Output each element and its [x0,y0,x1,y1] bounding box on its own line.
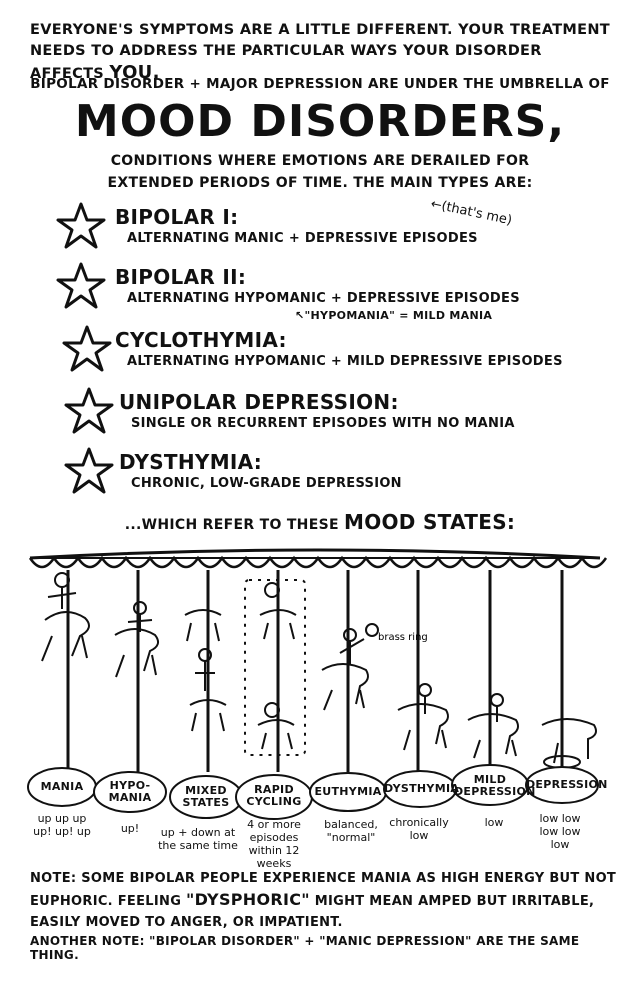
horse-hypomania [114,601,160,678]
horse-mild-depression [467,693,519,759]
state-rapid-cycling-desc: 4 or more episodes within 12 weeks [247,818,301,870]
state-dysthymia-desc: chronically low [389,816,449,842]
intro-line-1: Everyone's symptoms are a little differe… [30,22,610,38]
state-euthymia-label: Euthymia [314,785,382,798]
footnote-part-2: might mean amped but irritable, easily m… [30,894,595,930]
star-icon [56,262,106,309]
horse-rapid-cycling [244,579,306,756]
carousel-scallops [28,555,608,569]
type-name: Cyclothymia: [115,328,287,352]
star-icon [56,202,106,249]
state-mixed-states-desc: up + down at the same time [158,826,238,852]
star-icon [64,447,114,494]
type-desc: Single or recurrent episodes with no man… [131,416,515,431]
state-depression-label: Depression [526,778,608,791]
type-name: Dysthymia: [119,450,263,474]
mood-states-intro: ...which refer to these Mood States: [0,510,640,534]
intro-line-2-text: needs to address the particular ways you… [30,43,542,82]
footnote-part-1: Note: Some bipolar people experience man… [30,871,617,909]
intro-line-2: needs to address the particular ways you… [30,41,620,85]
state-hypomania-label: Hypo-mania [108,779,152,804]
footnote-dysphoric: "Dysphoric" [186,890,310,909]
star-icon [64,387,114,434]
carousel-poles [66,570,564,772]
state-mania-desc: up up up up! up! up [33,812,91,838]
thats-me-note: ←(that's me) [429,196,514,229]
type-desc: Alternating hypomanic + depressive episo… [127,291,520,306]
state-depression-desc: low low low low low [539,812,581,851]
type-name: Bipolar I: [115,205,239,229]
horse-euthymia [321,623,379,711]
brass-ring-label: brass ring [378,632,428,643]
carousel-canopy-top [29,548,601,560]
type-desc: Alternating manic + depressive episodes [127,231,478,246]
state-dysthymia-label: Dysthymia [384,782,460,795]
state-mild-depression-label: Mild Depression [454,773,536,798]
star-icon [62,325,112,372]
state-label-ellipses [27,764,599,820]
state-mania-label: Mania [40,780,84,793]
horse-mania [41,572,90,662]
type-name: Bipolar II: [115,265,247,289]
intro-you: You. [109,62,160,83]
type-desc: Alternating hypomanic + mild depressive … [127,354,563,369]
horse-mixed-states [184,609,227,732]
horse-depression [541,718,597,769]
conditions-text: Conditions where emotions are derailed f… [107,153,533,191]
type-name: Unipolar Depression: [119,390,399,414]
mood-states-emphasis: Mood States: [344,510,516,534]
intro-text: Everyone's symptoms are a little differe… [30,20,620,85]
state-euthymia-desc: balanced, "normal" [324,818,378,844]
carousel-illustration: brass ring [27,548,608,820]
page-title: Mood Disorders, [74,96,566,147]
footnote-2: Another note: "Bipolar disorder" + "mani… [30,934,580,962]
state-rapid-cycling-label: Rapid Cycling [246,783,302,808]
footnote: Note: Some bipolar people experience man… [30,868,620,933]
umbrella-text: Bipolar disorder + major depression are … [30,76,610,92]
state-mild-depression-desc: low [484,816,504,829]
hypomania-note: ↖"Hypomania" = mild mania [295,309,493,322]
horse-dysthymia [397,683,449,751]
state-mixed-states-label: Mixed States [182,784,230,809]
brass-ring-icon [365,623,379,637]
state-hypomania-desc: up! [120,822,140,835]
mood-states-prefix: ...which refer to these [124,517,339,533]
type-desc: Chronic, low-grade depression [131,476,402,491]
